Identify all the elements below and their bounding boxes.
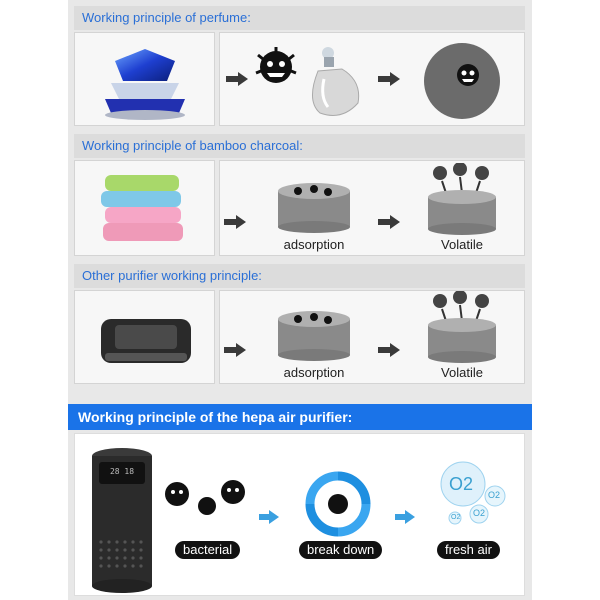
- arrow-right-icon: [378, 215, 400, 229]
- section-title: Other purifier working principle:: [82, 268, 262, 283]
- perfume-bottle-icon: [105, 49, 185, 120]
- perfume-panel: [74, 32, 215, 126]
- pill-bacterial: bacterial: [175, 541, 241, 559]
- charcoal-dish-icon: [278, 183, 350, 233]
- hepa-header: Working principle of the hepa air purifi…: [68, 404, 532, 430]
- bamboo-process-panel: adsorption Volatile: [219, 160, 525, 256]
- charcoal-dish-icon: [278, 311, 350, 361]
- section-header-other: Other purifier working principle:: [74, 264, 525, 288]
- arrow-right-icon: [224, 215, 246, 229]
- recycle-arrows-icon: [305, 471, 371, 537]
- o2-label: O2: [449, 474, 474, 494]
- arrow-right-icon: [226, 72, 248, 86]
- spray-bottle-icon: [312, 47, 360, 116]
- section-header-bamboo: Working principle of bamboo charcoal:: [74, 134, 525, 158]
- charcoal-bags-icon: [101, 175, 183, 241]
- pill-fresh-air: fresh air: [437, 541, 500, 559]
- arrow-right-icon: [259, 510, 279, 524]
- tower-purifier-icon: [92, 448, 152, 593]
- other-process-panel: adsorption Volatile: [219, 290, 525, 384]
- charcoal-dish-volatile-icon: [428, 291, 496, 363]
- germ-cluster-icon: [165, 480, 245, 515]
- germ-in-haze-icon: [424, 43, 500, 119]
- perfume-process-panel: [219, 32, 525, 126]
- section-title: Working principle of perfume:: [82, 10, 251, 25]
- bamboo-panel: [74, 160, 215, 256]
- arrow-right-icon: [224, 343, 246, 357]
- germ-icon: [255, 47, 297, 83]
- section-title: Working principle of bamboo charcoal:: [82, 138, 303, 153]
- arrow-right-icon: [378, 343, 400, 357]
- caption-volatile: Volatile: [441, 365, 483, 380]
- purifier-device-icon: [101, 319, 191, 363]
- caption-volatile: Volatile: [441, 237, 483, 252]
- charcoal-dish-volatile-icon: [428, 163, 496, 235]
- section-header-perfume: Working principle of perfume:: [74, 6, 525, 30]
- arrow-right-icon: [395, 510, 415, 524]
- o2-label: O2: [451, 514, 461, 521]
- o2-label: O2: [473, 508, 486, 518]
- caption-adsorption: adsorption: [283, 365, 345, 380]
- pill-break-down: break down: [299, 541, 383, 559]
- hepa-title: Working principle of the hepa air purifi…: [78, 409, 353, 425]
- device-display: 28 18: [109, 467, 135, 476]
- o2-bubble-icon: [440, 461, 506, 525]
- o2-label: O2: [488, 490, 501, 500]
- other-purifier-panel: [74, 290, 215, 384]
- hepa-panel: 28 18 O2 O2 O2 O2 bacterial break down f…: [74, 433, 525, 596]
- arrow-right-icon: [378, 72, 400, 86]
- caption-adsorption: adsorption: [283, 237, 345, 252]
